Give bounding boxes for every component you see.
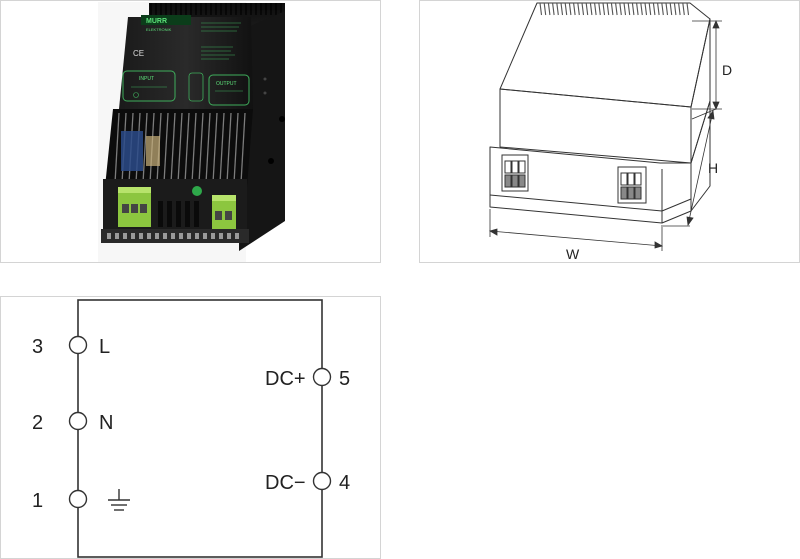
- brand-sub-text: ELEKTRONIK: [146, 27, 172, 32]
- right-terminal-drawing: [617, 166, 647, 204]
- terminal-5-number: 5: [339, 368, 350, 390]
- front-panel: [119, 17, 253, 109]
- internal-capacitor: [121, 131, 143, 171]
- ground-icon: [108, 489, 130, 511]
- ce-mark: CE: [133, 49, 144, 58]
- led-window: [188, 72, 204, 102]
- input-badge: [122, 70, 176, 102]
- left-terminal-drawing: [501, 154, 529, 192]
- terminal-3-label: L: [99, 336, 110, 358]
- top-face: [499, 2, 711, 108]
- width-label: W: [566, 246, 580, 262]
- status-led: [192, 186, 202, 196]
- output-terminal-block: [212, 195, 236, 231]
- width-dimension-line: [488, 209, 664, 251]
- internal-component: [146, 136, 160, 166]
- input-terminal-block: [118, 187, 151, 227]
- dimension-drawing: D H W: [488, 2, 732, 262]
- middle-slots: [158, 201, 199, 227]
- terminal-4-number: 4: [339, 472, 350, 494]
- right-lower-side: [690, 100, 711, 212]
- terminal-3-circle: [68, 335, 88, 355]
- right-top-side: [690, 18, 711, 164]
- terminal-5-label: DC+: [265, 368, 306, 390]
- terminal-3-number: 3: [32, 336, 43, 358]
- terminal-1-number: 1: [32, 490, 43, 512]
- depth-dimension-line: [692, 19, 722, 111]
- device-outline: [77, 299, 323, 558]
- height-dimension-line: [663, 108, 717, 227]
- terminal-2-circle: [68, 411, 88, 431]
- brand-label: [141, 15, 191, 25]
- input-label: INPUT: [139, 76, 154, 82]
- brand-text: MURR: [146, 18, 167, 25]
- front-upper-wall: [499, 88, 692, 164]
- power-supply-photo: MURR ELEKTRONIK CE INPUT OUTPUT: [98, 2, 285, 262]
- spec-text-lines: [201, 22, 241, 60]
- terminal-2-number: 2: [32, 412, 43, 434]
- wiring-diagram: 3 L 2 N 1 DC+ 5 DC− 4: [32, 299, 350, 558]
- terminal-5-circle: [312, 367, 332, 387]
- depth-label: D: [722, 62, 732, 78]
- output-label: OUTPUT: [216, 81, 237, 87]
- output-badge: [208, 74, 250, 106]
- dimension-drawing-panel: D H W: [419, 0, 800, 263]
- terminal-4-label: DC−: [265, 472, 306, 494]
- terminal-4-circle: [312, 471, 332, 491]
- height-label: H: [708, 160, 718, 176]
- terminal-1-circle: [68, 489, 88, 509]
- product-photo-panel: MURR ELEKTRONIK CE INPUT OUTPUT: [0, 0, 381, 263]
- terminal-2-label: N: [99, 412, 113, 434]
- wiring-diagram-panel: 3 L 2 N 1 DC+ 5 DC− 4: [0, 296, 381, 559]
